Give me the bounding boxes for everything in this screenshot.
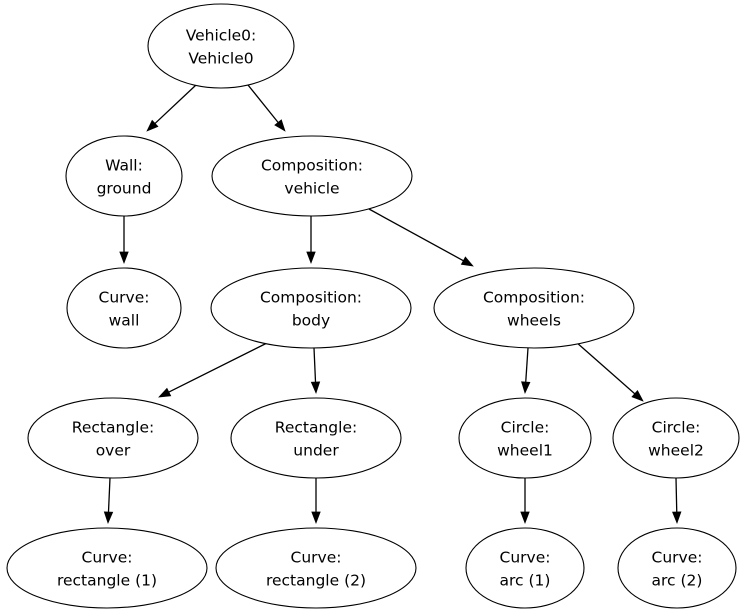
node-label-name-wall_ground: ground <box>97 180 152 198</box>
node-label-type-curve_arc_1: Curve: <box>500 549 551 567</box>
edge-circle_wheel2-to-curve_arc_2 <box>675 477 678 515</box>
node-shape-curve_rectangle_1 <box>6 527 208 609</box>
node-curve_rectangle_2[interactable]: Curve: rectangle (2) <box>215 527 417 609</box>
arrowhead-vehicle0-to-wall_ground <box>146 119 159 132</box>
node-shape-curve_wall <box>66 267 182 349</box>
arrowhead-composition_body-to-rectangle_under <box>310 381 321 394</box>
edges-layer <box>103 84 682 524</box>
arrowhead-composition_vehicle-to-composition_body <box>306 251 316 264</box>
node-label-type-vehicle0: Vehicle0: <box>186 27 257 45</box>
edge-rectangle_over-to-curve_rectangle_1 <box>107 477 111 515</box>
arrowhead-composition_wheels-to-circle_wheel1 <box>521 381 531 394</box>
arrowhead-composition_body-to-rectangle_over <box>158 387 172 398</box>
nodes-layer: Vehicle0:Vehicle0Wall:groundComposition:… <box>6 3 740 609</box>
node-rectangle_under[interactable]: Rectangle: under <box>230 397 402 479</box>
node-circle_wheel1[interactable]: Circle: wheel1 <box>458 397 592 479</box>
node-shape-rectangle_over <box>27 397 199 479</box>
node-composition_wheels[interactable]: Composition: wheels <box>433 267 635 349</box>
node-label-type-rectangle_over: Rectangle: <box>72 419 154 437</box>
node-shape-curve_arc_2 <box>617 527 737 609</box>
edge-vehicle0-to-wall_ground <box>152 84 197 126</box>
edge-composition_wheels-to-circle_wheel2 <box>575 341 638 396</box>
node-label-name-curve_rectangle_1: rectangle (1) <box>57 572 157 590</box>
node-composition_body[interactable]: Composition: body <box>210 267 412 349</box>
arrowhead-composition_vehicle-to-composition_wheels <box>460 256 474 267</box>
edge-composition_body-to-rectangle_over <box>166 341 270 394</box>
node-label-type-curve_arc_2: Curve: <box>652 549 703 567</box>
arrowhead-circle_wheel2-to-curve_arc_2 <box>672 511 682 524</box>
node-shape-composition_vehicle <box>211 135 413 217</box>
node-label-type-curve_wall: Curve: <box>99 289 150 307</box>
arrowhead-vehicle0-to-composition_vehicle <box>274 119 286 132</box>
edge-vehicle0-to-composition_vehicle <box>247 84 281 125</box>
node-shape-vehicle0 <box>147 3 295 89</box>
node-wall_ground[interactable]: Wall: ground <box>65 135 183 217</box>
node-label-name-composition_vehicle: vehicle <box>284 180 339 198</box>
arrowhead-rectangle_under-to-curve_rectangle_2 <box>311 511 321 524</box>
edge-composition_body-to-rectangle_under <box>313 347 317 385</box>
node-label-type-circle_wheel1: Circle: <box>501 419 550 437</box>
node-label-name-curve_rectangle_2: rectangle (2) <box>266 572 366 590</box>
node-label-type-circle_wheel2: Circle: <box>652 419 701 437</box>
node-curve_wall[interactable]: Curve: wall <box>66 267 182 349</box>
node-label-name-circle_wheel2: wheel2 <box>648 442 704 460</box>
node-label-type-curve_rectangle_2: Curve: <box>291 549 342 567</box>
node-label-name-circle_wheel1: wheel1 <box>497 442 553 460</box>
node-label-name-curve_arc_1: arc (1) <box>500 572 551 590</box>
node-label-name-curve_wall: wall <box>109 312 140 330</box>
node-vehicle0[interactable]: Vehicle0: Vehicle0 <box>147 3 295 89</box>
node-label-name-rectangle_under: under <box>293 442 339 460</box>
node-curve_arc_1[interactable]: Curve: arc (1) <box>465 527 585 609</box>
node-label-type-composition_vehicle: Composition: <box>261 157 363 175</box>
edge-composition_vehicle-to-composition_wheels <box>368 208 466 263</box>
node-label-name-vehicle0: Vehicle0 <box>188 50 253 68</box>
node-shape-circle_wheel1 <box>458 397 592 479</box>
node-composition_vehicle[interactable]: Composition: vehicle <box>211 135 413 217</box>
node-shape-curve_arc_1 <box>465 527 585 609</box>
node-label-name-composition_wheels: wheels <box>507 312 561 330</box>
edge-composition_wheels-to-circle_wheel1 <box>524 347 529 385</box>
node-rectangle_over[interactable]: Rectangle: over <box>27 397 199 479</box>
node-label-type-curve_rectangle_1: Curve: <box>82 549 133 567</box>
arrowhead-rectangle_over-to-curve_rectangle_1 <box>103 511 114 524</box>
arrowhead-wall_ground-to-curve_wall <box>119 251 129 264</box>
node-label-type-composition_wheels: Composition: <box>483 289 585 307</box>
node-shape-curve_rectangle_2 <box>215 527 417 609</box>
node-label-name-curve_arc_2: arc (2) <box>652 572 703 590</box>
node-circle_wheel2[interactable]: Circle: wheel2 <box>612 397 740 479</box>
node-shape-circle_wheel2 <box>612 397 740 479</box>
node-label-type-rectangle_under: Rectangle: <box>275 419 357 437</box>
node-label-name-rectangle_over: over <box>96 442 131 460</box>
node-curve_rectangle_1[interactable]: Curve: rectangle (1) <box>6 527 208 609</box>
node-shape-rectangle_under <box>230 397 402 479</box>
arrowhead-circle_wheel1-to-curve_arc_1 <box>520 511 530 524</box>
node-shape-wall_ground <box>65 135 183 217</box>
arrowhead-composition_wheels-to-circle_wheel2 <box>631 389 644 402</box>
node-curve_arc_2[interactable]: Curve: arc (2) <box>617 527 737 609</box>
node-label-name-composition_body: body <box>292 312 330 330</box>
node-label-type-wall_ground: Wall: <box>105 157 143 175</box>
node-shape-composition_wheels <box>433 267 635 349</box>
node-label-type-composition_body: Composition: <box>260 289 362 307</box>
node-shape-composition_body <box>210 267 412 349</box>
